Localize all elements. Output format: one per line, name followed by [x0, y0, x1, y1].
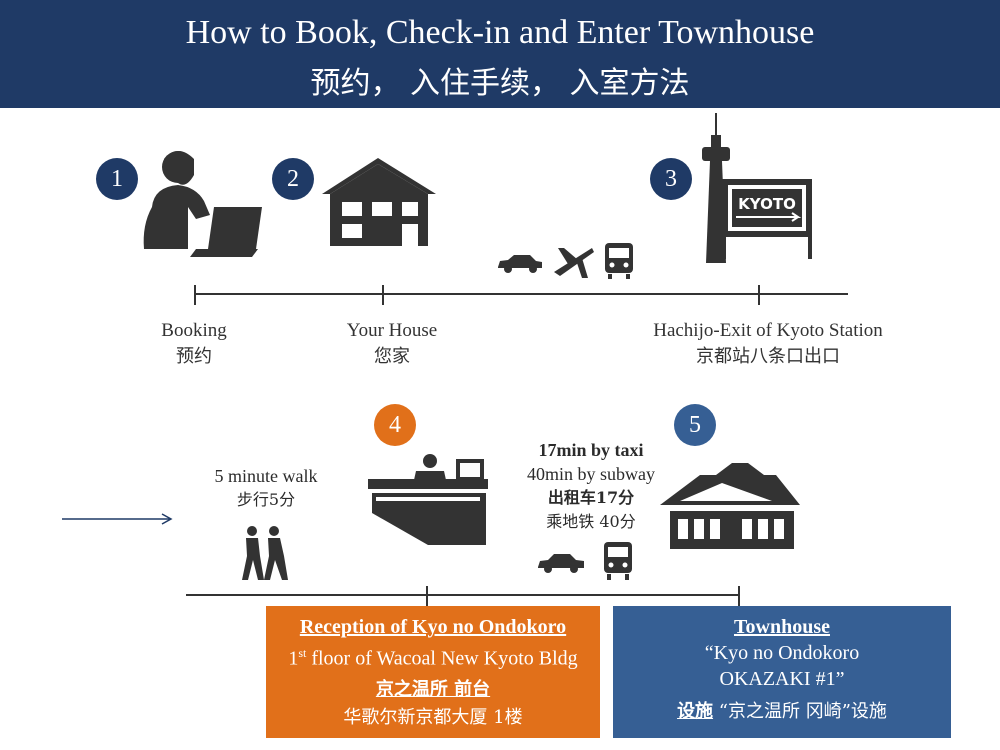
house-icon — [322, 158, 436, 246]
kyoto-station-label-en: Hachijo-Exit of Kyoto Station — [653, 320, 883, 341]
airplane-icon — [554, 248, 594, 278]
car-icon — [498, 255, 542, 273]
person-laptop-icon — [143, 151, 262, 257]
subway-label-en: 40min by subway — [527, 464, 655, 484]
kyoto-sign-icon: KYOTO — [722, 179, 812, 259]
timeline-2-tick-townhouse — [738, 586, 740, 606]
step-1-badge: 1 — [96, 158, 138, 200]
timeline-2-tick-reception — [426, 586, 428, 606]
your-house-label: Your House 您家 — [322, 318, 462, 370]
reception-zh-building: 华歌尔新京都大厦 1楼 — [343, 706, 523, 728]
timeline-1-tick-booking — [194, 285, 196, 305]
timeline-1-tick-house — [382, 285, 384, 305]
step-5-badge: 5 — [674, 404, 716, 446]
townhouse-name-line1: “Kyo no Ondokoro — [704, 642, 860, 664]
reception-info-box: Reception of Kyo no Ondokoro 1st floor o… — [266, 606, 600, 738]
subway-label-zh: 乘地铁 40分 — [546, 512, 636, 531]
timeline-2-line — [186, 594, 740, 596]
walking-people-icon — [242, 526, 288, 580]
kyoto-sign-text: KYOTO — [738, 195, 796, 213]
subway-train-icon — [604, 542, 632, 580]
reception-floor-rest: floor of Wacoal New Kyoto Bldg — [306, 647, 578, 670]
taxi-car-icon — [538, 554, 584, 573]
kyoto-tower-icon — [702, 113, 730, 263]
townhouse-title: Townhouse — [734, 616, 830, 638]
taxi-label-zh: 出租车17分 — [547, 488, 635, 507]
townhouse-zh: 设施 “京之温所 冈崎”设施 — [613, 698, 951, 726]
booking-label-zh: 预约 — [176, 346, 212, 367]
townhouse-info-box: Townhouse “Kyo no Ondokoro OKAZAKI #1” 设… — [613, 606, 951, 738]
step-2-badge: 2 — [272, 158, 314, 200]
reception-floor: 1st floor of Wacoal New Kyoto Bldg — [266, 640, 600, 672]
step-3-badge: 3 — [650, 158, 692, 200]
walk-label: 5 minute walk 步行5分 — [196, 464, 336, 512]
reception-zh-title: 京之温所 前台 — [375, 678, 491, 700]
townhouse-zh-rest: “京之温所 冈崎”设施 — [713, 701, 887, 722]
walk-label-zh: 步行5分 — [236, 490, 296, 509]
your-house-label-en: Your House — [346, 320, 438, 341]
reception-floor-number: 1 — [288, 647, 299, 670]
kyoto-station-label: Hachijo-Exit of Kyoto Station 京都站八条口出口 — [618, 318, 918, 370]
reception-floor-suffix: st — [298, 646, 307, 660]
townhouse-zh-label: 设施 — [677, 701, 714, 722]
timeline-1-line — [194, 293, 848, 295]
townhouse-icon — [660, 463, 800, 549]
reception-title: Reception of Kyo no Ondokoro — [299, 616, 567, 638]
step-4-badge: 4 — [374, 404, 416, 446]
reception-desk-icon — [368, 454, 488, 545]
taxi-label-en: 17min by taxi — [538, 440, 644, 460]
booking-label: Booking 预约 — [134, 318, 254, 370]
train-icon — [605, 243, 633, 279]
kyoto-station-label-zh: 京都站八条口出口 — [696, 346, 840, 367]
townhouse-name-line2: OKAZAKI #1” — [719, 668, 845, 690]
booking-label-en: Booking — [161, 320, 227, 341]
title-english: How to Book, Check-in and Enter Townhous… — [185, 14, 815, 51]
your-house-label-zh: 您家 — [374, 346, 410, 367]
timeline-1-tick-station — [758, 285, 760, 305]
walk-label-en: 5 minute walk — [214, 466, 318, 486]
title-chinese: 预约， 入住手续， 入室方法 — [310, 66, 690, 101]
continuation-arrow — [62, 513, 173, 525]
taxi-subway-label: 17min by taxi 40min by subway 出租车17分 乘地铁… — [508, 438, 674, 534]
header-banner: How to Book, Check-in and Enter Townhous… — [0, 0, 1000, 108]
